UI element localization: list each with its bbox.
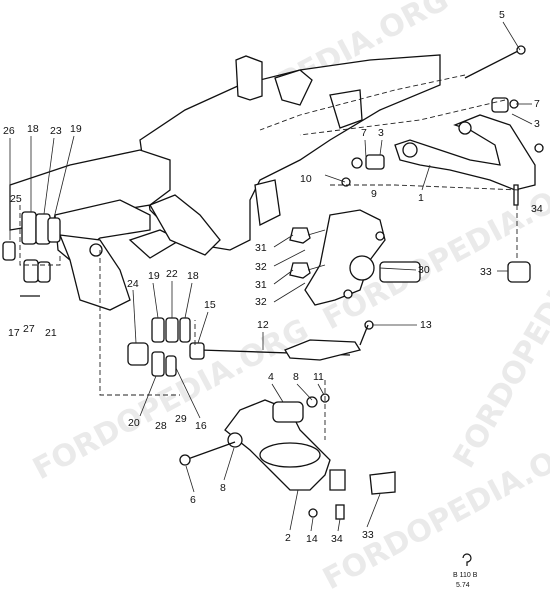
callout-13: 13	[420, 319, 432, 331]
callout-8: 8	[220, 482, 226, 494]
tension-rod-assembly	[127, 317, 374, 377]
callout-27: 27	[23, 323, 35, 335]
callout-labels: 5 7 3 7 3 10 9 1 34 26 18 23 19 25 31 32…	[3, 9, 543, 545]
callout-4: 4	[268, 371, 274, 383]
callout-12: 12	[257, 319, 269, 331]
upper-control-arm-assembly	[324, 45, 544, 206]
callout-22: 22	[166, 268, 178, 280]
callout-28: 28	[155, 420, 167, 432]
castle-nuts	[289, 227, 326, 279]
callout-10: 10	[300, 173, 312, 185]
callout-8: 8	[293, 371, 299, 383]
watermark-text: FORDOPEDIA.ORG	[317, 422, 550, 592]
callout-9: 9	[371, 188, 377, 200]
callout-31: 31	[255, 279, 267, 291]
callout-26: 26	[3, 125, 15, 137]
callout-15: 15	[204, 299, 216, 311]
callout-5: 5	[499, 9, 505, 21]
callout-30: 30	[418, 264, 430, 276]
bush-33-upper	[507, 261, 531, 283]
stub-axle	[304, 209, 421, 306]
callout-19: 19	[148, 270, 160, 282]
callout-34: 34	[531, 203, 543, 215]
callout-34: 34	[331, 533, 343, 545]
callout-33: 33	[362, 529, 374, 541]
callout-18: 18	[187, 270, 199, 282]
callout-6: 6	[190, 494, 196, 506]
callout-19: 19	[70, 123, 82, 135]
callout-7: 7	[534, 98, 540, 110]
callout-32: 32	[255, 296, 267, 308]
callout-32: 32	[255, 261, 267, 273]
frame-mount-bushes	[2, 211, 61, 297]
callout-24: 24	[127, 278, 139, 290]
callout-33: 33	[480, 266, 492, 278]
chassis-frame	[9, 54, 441, 311]
callout-11: 11	[313, 371, 324, 383]
callout-23: 23	[50, 125, 62, 137]
callout-20: 20	[128, 417, 140, 429]
callout-25: 25	[10, 193, 22, 205]
callout-17: 17	[8, 327, 20, 339]
callout-3: 3	[534, 118, 540, 130]
callout-7: 7	[361, 127, 367, 139]
callout-16: 16	[195, 420, 207, 432]
reference-mark-icon	[462, 553, 472, 566]
reference-code: B 110 B	[453, 572, 478, 579]
callout-18: 18	[27, 123, 39, 135]
lower-control-arm	[179, 393, 396, 520]
drawing-reference: B 110 B 5.74	[453, 553, 478, 589]
callout-31: 31	[255, 242, 267, 254]
callout-29: 29	[175, 413, 187, 425]
leader-lines	[9, 21, 533, 532]
callout-3: 3	[378, 127, 384, 139]
callout-1: 1	[418, 192, 424, 204]
callout-21: 21	[45, 327, 57, 339]
assembly-lines	[19, 74, 521, 440]
reference-date: 5.74	[456, 582, 470, 589]
callout-2: 2	[285, 532, 291, 544]
callout-14: 14	[306, 533, 318, 545]
